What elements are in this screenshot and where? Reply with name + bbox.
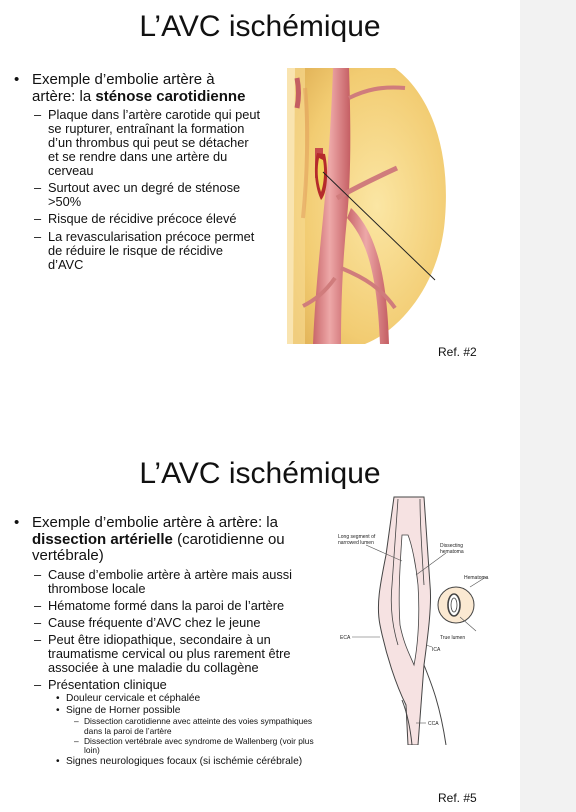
slide-arterial-dissection: L’AVC ischémique Exemple d’embolie artèr… — [0, 445, 520, 812]
label-true-lumen: True lumen — [440, 635, 465, 641]
slide-title: L’AVC ischémique — [139, 10, 381, 43]
sub-bullet: Peut être idiopathique, secondaire à un … — [10, 632, 328, 675]
slide-carotid-stenosis: L’AVC ischémique Exemple d’embolie artèr… — [0, 0, 520, 400]
carotid-artery-illustration — [287, 68, 446, 344]
sub-bullet: Plaque dans l’artère carotide qui peut s… — [10, 107, 260, 178]
level4-bullet: Dissection carotidienne avec atteinte de… — [10, 717, 328, 736]
label-dissecting-2: hematoma — [440, 549, 464, 555]
sub-bullet: Cause d’embolie artère à artère mais aus… — [10, 567, 328, 596]
sub-bullet: Risque de récidive précoce élevé — [10, 212, 260, 227]
bullet-list: Exemple d’embolie artère à artère: la di… — [10, 514, 328, 768]
main-bullet: Exemple d’embolie artère à artère: la st… — [10, 71, 260, 105]
label-hematoma: Hematoma — [464, 575, 489, 581]
bold-term: dissection artérielle — [32, 530, 173, 548]
bullet-list: Exemple d’embolie artère à artère: la st… — [10, 71, 260, 272]
sub-bullet: La revascularisation précoce permet de r… — [10, 229, 260, 272]
sub-bullet: Cause fréquente d’AVC chez le jeune — [10, 615, 328, 630]
label-dissecting: Dissecting — [440, 543, 463, 549]
sub-bullet: Présentation clinique — [10, 677, 328, 692]
label-ica: ICA — [432, 647, 441, 653]
sub-bullet: Surtout avec un degré de sténose >50% — [10, 181, 260, 209]
label-long-segment: Long segment of — [338, 534, 376, 540]
sub-sub-bullet: Douleur cervicale et céphalée — [10, 693, 328, 704]
reference: Ref. #5 — [438, 791, 477, 805]
label-cca: CCA — [428, 721, 439, 727]
level4-bullet: Dissection vertébrale avec syndrome de W… — [10, 736, 328, 755]
reference: Ref. #2 — [438, 345, 477, 359]
slide-title: L’AVC ischémique — [139, 457, 381, 490]
sub-sub-bullet: Signe de Horner possible — [10, 705, 328, 716]
dissection-diagram: Long segment of narrowed lumen Dissectin… — [338, 496, 489, 745]
bold-term: sténose carotidienne — [95, 87, 246, 105]
right-margin — [520, 0, 576, 812]
main-bullet: Exemple d’embolie artère à artère: la di… — [10, 514, 328, 565]
sub-sub-bullet: Signes neurologiques focaux (si ischémie… — [10, 756, 328, 767]
sub-bullet: Hématome formé dans la paroi de l’artère — [10, 598, 328, 613]
label-long-segment-2: narrowed lumen — [338, 540, 374, 546]
label-eca: ECA — [340, 635, 351, 641]
